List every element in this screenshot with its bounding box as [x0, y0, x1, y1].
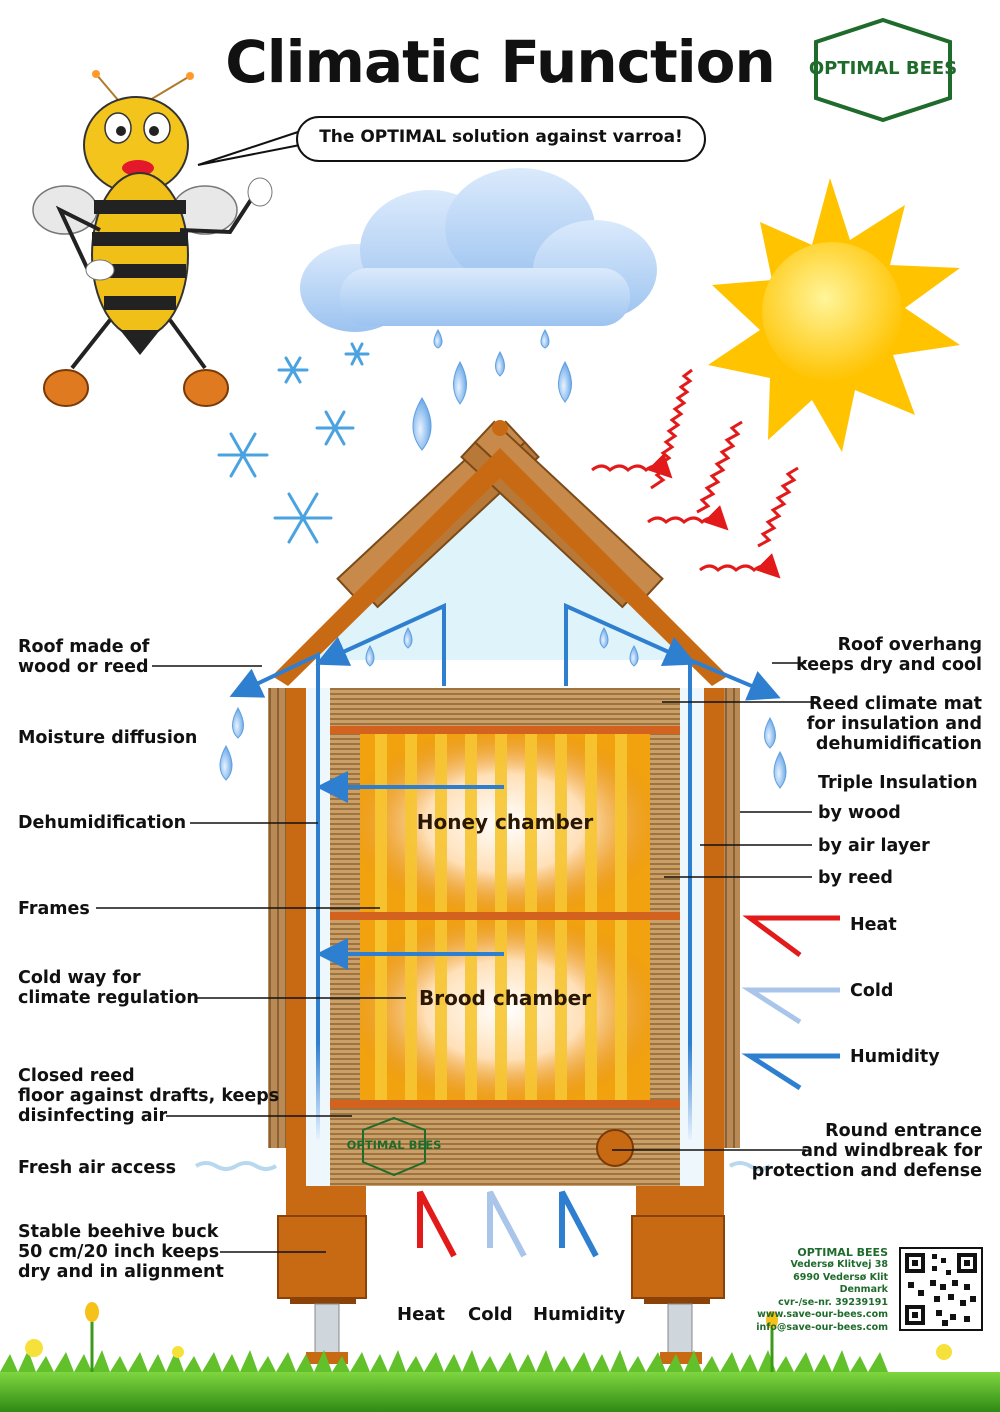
sun-icon [708, 178, 960, 452]
contact-address1: Vedersø Klitvej 38 [790, 1259, 888, 1270]
wood-cladding-right [722, 688, 740, 1148]
flower-icons [25, 1302, 952, 1372]
label-dehumidification: Dehumidification [18, 813, 187, 833]
contact-name: OPTIMAL BEES [797, 1246, 888, 1259]
round-entrance [596, 1129, 634, 1167]
contact-address2: 6990 Vedersø Klit [793, 1271, 888, 1283]
wood-cladding-left [268, 688, 286, 1148]
label-reed-floor: Closed reed floor against drafts, keeps … [18, 1066, 280, 1126]
brand-logo-text: OPTIMAL BEES [808, 58, 958, 79]
humidity-arrow-right [741, 1053, 840, 1091]
label-moisture-diffusion: Moisture diffusion [18, 728, 198, 748]
hive-brand-logo [362, 1116, 426, 1177]
contact-web[interactable]: www.save-our-bees.com [757, 1309, 888, 1320]
snowflake-icons [217, 342, 370, 544]
hive-brand-text: OPTIMAL BEES [346, 1138, 442, 1152]
bee-mascot-icon [32, 70, 273, 407]
label-by-air: by air layer [818, 836, 930, 856]
post-left [286, 688, 306, 1208]
label-cold: Cold [850, 981, 894, 1001]
label-roof-overhang: Roof overhang keeps dry and cool [796, 635, 982, 675]
speech-tail [197, 129, 305, 166]
bottom-heat-arrow [417, 1190, 457, 1258]
label-reed-mat: Reed climate mat for insulation and dehu… [806, 694, 982, 754]
frames [360, 734, 650, 1100]
label-cold-way: Cold way for climate regulation [18, 968, 199, 1008]
page-title: Climatic Function [225, 28, 776, 96]
speech-text: The OPTIMAL solution against varroa! [319, 127, 683, 147]
contact-block: OPTIMAL BEES Vedersø Klitvej 38 6990 Ved… [700, 1246, 888, 1334]
label-frames: Frames [18, 899, 90, 919]
bottom-humidity-arrow [559, 1190, 599, 1258]
fresh-air-icons [194, 1161, 772, 1171]
raindrop-icons [412, 328, 572, 451]
grass [0, 1350, 1000, 1412]
roof-attic [310, 478, 690, 660]
label-triple-insulation: Triple Insulation [818, 773, 978, 793]
contact-cvr: cvr-/se-nr. 39239191 [778, 1296, 888, 1308]
post-right [704, 688, 724, 1208]
heat-wave-icons [591, 368, 799, 579]
moisture-drop-icons [219, 626, 787, 789]
label-round-entrance: Round entrance and windbreak for protect… [751, 1121, 982, 1181]
label-beehive-buck: Stable beehive buck 50 cm/20 inch keeps … [18, 1222, 224, 1282]
label-humidity: Humidity [850, 1047, 940, 1067]
brand-logo [814, 17, 952, 123]
legend-heat: Heat [397, 1304, 446, 1325]
speech-bubble [296, 116, 706, 162]
contact-country: Denmark [839, 1284, 888, 1295]
heat-arrow-right [742, 915, 840, 958]
honey-chamber-label: Honey chamber [416, 810, 594, 834]
bottom-cold-arrow [487, 1190, 527, 1258]
contact-email[interactable]: info@save-our-bees.com [756, 1321, 888, 1333]
brood-chamber-text: Brood chamber [418, 986, 592, 1010]
beehive-buck [277, 1186, 725, 1364]
label-by-wood: by wood [818, 803, 901, 823]
label-fresh-air: Fresh air access [18, 1158, 177, 1178]
airflow-arrows [229, 602, 781, 1140]
legend-cold: Cold [468, 1304, 513, 1325]
cloud-icon [300, 168, 657, 332]
label-by-reed: by reed [818, 868, 893, 888]
legend-humidity: Humidity [533, 1304, 626, 1325]
roof [272, 420, 728, 686]
label-heat: Heat [850, 915, 897, 935]
qr-code-icon [899, 1247, 983, 1331]
cold-arrow-right [741, 987, 840, 1025]
label-roof: Roof made of wood or reed [18, 637, 150, 677]
leader-lines [96, 662, 818, 1253]
